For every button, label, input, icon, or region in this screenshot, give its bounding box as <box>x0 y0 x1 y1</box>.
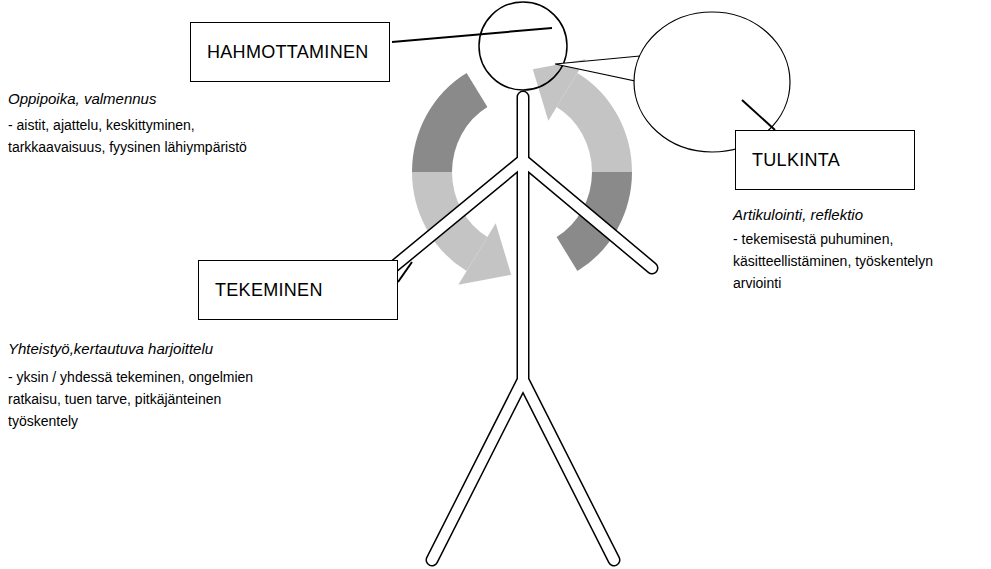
method-heading: Oppipoika, valmennus <box>8 88 288 110</box>
cycle-band <box>567 90 612 172</box>
process-box: TULKINTA <box>735 130 915 190</box>
note-text: - aistit, ajattelu, keskittyminen, tarkk… <box>8 114 258 158</box>
process-box: HAHMOTTAMINEN <box>190 22 390 82</box>
arrow-head <box>458 223 511 284</box>
figure-fill <box>392 97 652 560</box>
head-circle <box>479 2 567 90</box>
leader-line <box>742 100 775 130</box>
box-title: TULKINTA <box>752 150 840 171</box>
note-text: - yksin / yhdessä tekeminen, ongelmien r… <box>8 366 258 432</box>
box-title: TEKEMINEN <box>215 280 323 301</box>
note-text: - tekemisestä puhuminen, käsitteellistäm… <box>733 228 938 294</box>
box-title: HAHMOTTAMINEN <box>207 42 369 63</box>
process-box: TEKEMINEN <box>198 260 398 320</box>
leader-line <box>392 28 552 42</box>
method-heading: Artikulointi, reflektio <box>733 204 983 226</box>
method-heading: Yhteistyö,kertautuva harjoittelu <box>8 338 298 360</box>
leader-line <box>398 262 412 282</box>
figure-outline <box>392 97 652 560</box>
cycle-band <box>432 90 477 172</box>
bubble-pointer <box>555 56 640 82</box>
